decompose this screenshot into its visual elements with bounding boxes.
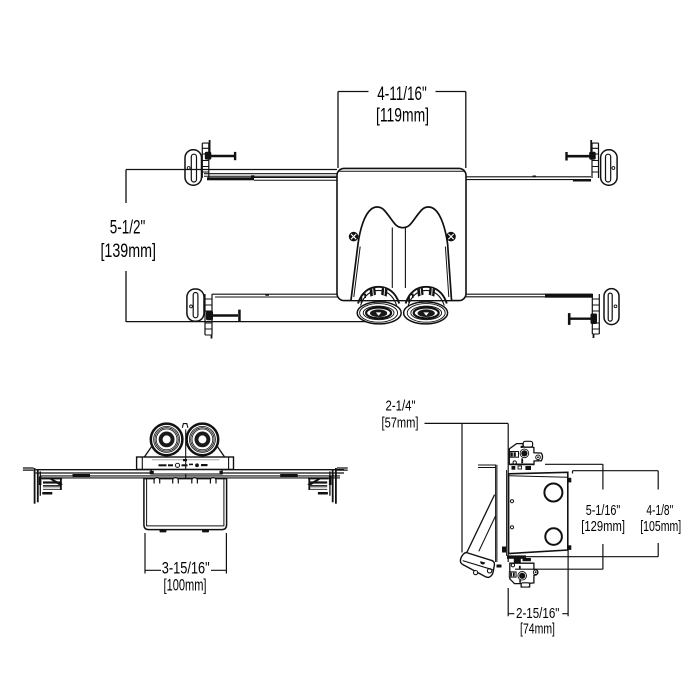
svg-text:[139mm]: [139mm] xyxy=(100,240,156,262)
svg-text:4-11/16": 4-11/16" xyxy=(377,83,427,105)
svg-text:2-1/4": 2-1/4" xyxy=(386,399,416,415)
svg-text:[100mm]: [100mm] xyxy=(164,577,207,595)
svg-text:[119mm]: [119mm] xyxy=(376,105,429,127)
svg-text:[129mm]: [129mm] xyxy=(581,519,625,535)
svg-text:[74mm]: [74mm] xyxy=(520,622,555,638)
svg-text:[57mm]: [57mm] xyxy=(382,416,419,432)
svg-text:4-1/8": 4-1/8" xyxy=(646,503,673,519)
svg-text:5-1/16": 5-1/16" xyxy=(586,503,621,519)
svg-text:3-15/16": 3-15/16" xyxy=(162,560,210,578)
svg-text:[105mm]: [105mm] xyxy=(640,519,681,535)
svg-text:2-15/16": 2-15/16" xyxy=(516,606,559,622)
svg-text:5-1/2": 5-1/2" xyxy=(110,217,146,239)
